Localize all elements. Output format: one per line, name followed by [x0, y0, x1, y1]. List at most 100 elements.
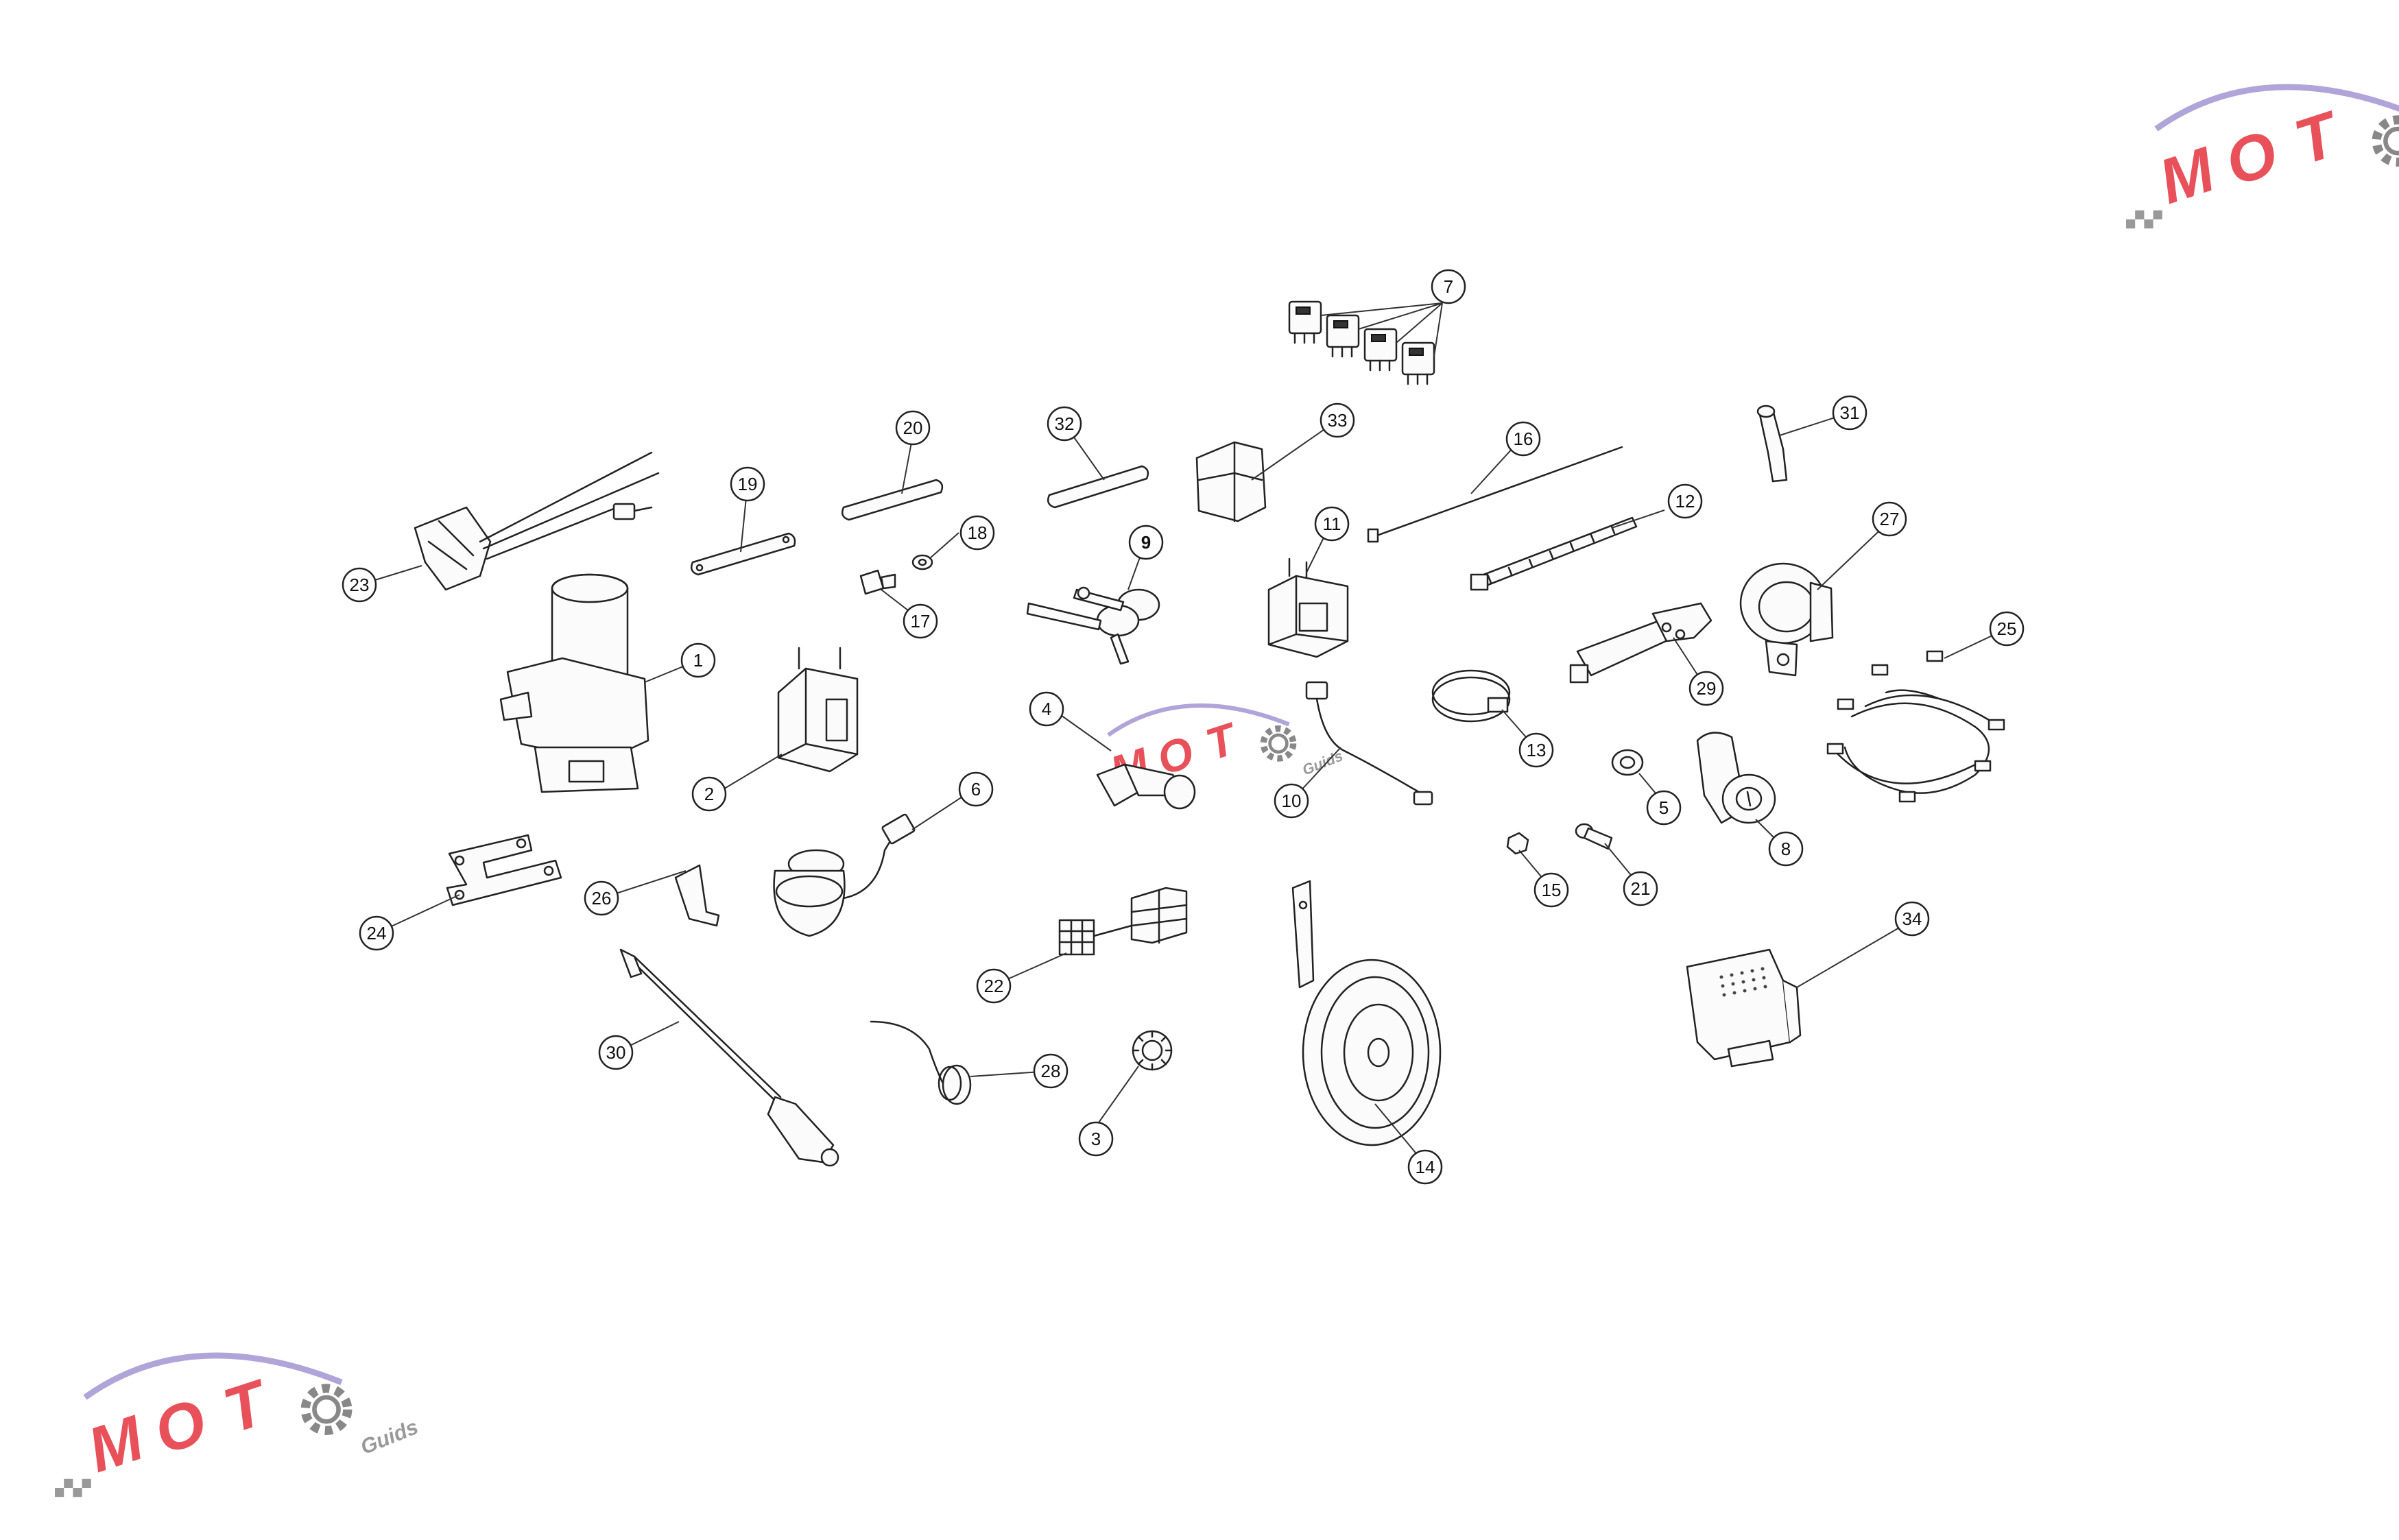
svg-text:34: 34 [1902, 909, 1922, 929]
svg-text:14: 14 [1416, 1157, 1435, 1177]
part-33-cover [1195, 441, 1267, 522]
callout-18: 18 [959, 515, 995, 551]
callout-24: 24 [359, 915, 394, 951]
svg-text:22: 22 [984, 976, 1004, 996]
part-17-bolt [859, 569, 896, 595]
svg-text:17: 17 [911, 611, 931, 631]
svg-text:15: 15 [1542, 880, 1562, 900]
callout-22: 22 [976, 968, 1012, 1004]
callout-28: 28 [1033, 1053, 1069, 1089]
svg-text:18: 18 [968, 522, 988, 543]
svg-text:10: 10 [1282, 791, 1302, 811]
svg-text:33: 33 [1328, 410, 1348, 431]
svg-text:28: 28 [1041, 1061, 1061, 1081]
svg-text:12: 12 [1675, 491, 1695, 512]
svg-text:30: 30 [606, 1042, 626, 1063]
part-32-rod [1047, 465, 1149, 509]
svg-text:13: 13 [1527, 740, 1547, 760]
part-9-keys [1026, 586, 1160, 665]
svg-text:1: 1 [693, 650, 703, 671]
svg-text:21: 21 [1631, 878, 1651, 899]
watermark-top-right: M O T Guids [2126, 84, 2399, 229]
part-12-strap [1470, 516, 1638, 591]
part-16-cable-tie [1367, 446, 1623, 543]
callout-33: 33 [1320, 402, 1355, 438]
callout-29: 29 [1688, 671, 1724, 706]
watermark-bottom-left: M O T Guids [55, 1352, 422, 1497]
part-22-connectors [1058, 887, 1188, 956]
svg-text:20: 20 [903, 418, 923, 438]
part-13-clamp [1431, 669, 1511, 723]
callout-16: 16 [1505, 421, 1541, 457]
callout-25: 25 [1989, 611, 2025, 647]
watermark-letter-t: T [215, 1365, 278, 1446]
svg-text:8: 8 [1781, 839, 1791, 859]
checker-flag-icon [2126, 210, 2162, 229]
part-11-relay-socket [1267, 557, 1349, 658]
callout-31: 31 [1832, 395, 1867, 431]
part-5-clip [1611, 749, 1644, 776]
part-1-ignition-lock [499, 573, 649, 793]
callout-9: 9 [1128, 525, 1164, 560]
part-6-starter-relay [773, 813, 916, 937]
watermark-letter-t: T [1200, 712, 1245, 769]
svg-text:24: 24 [367, 923, 387, 943]
watermark-sub: Guids [357, 1415, 422, 1459]
callout-19: 19 [730, 466, 765, 502]
watermark-letter-m: M [2151, 133, 2224, 217]
svg-text:25: 25 [1997, 618, 2017, 639]
callout-13: 13 [1518, 732, 1554, 768]
svg-text:16: 16 [1514, 429, 1533, 449]
part-19-lever [691, 532, 796, 576]
callout-4: 4 [1029, 691, 1064, 727]
callout-1: 1 [680, 642, 716, 678]
part-20-pin [842, 479, 944, 521]
callout-11: 11 [1314, 506, 1350, 542]
part-15-nut [1506, 832, 1529, 855]
svg-text:23: 23 [350, 575, 370, 595]
svg-text:32: 32 [1055, 413, 1075, 434]
svg-text:7: 7 [1444, 276, 1453, 297]
svg-text:4: 4 [1042, 699, 1051, 719]
gear-icon [1260, 725, 1297, 762]
part-31-connector [1756, 405, 1788, 483]
callout-17: 17 [903, 603, 938, 639]
part-26-bracket [674, 864, 720, 927]
svg-text:5: 5 [1659, 797, 1669, 818]
callout-7: 7 [1431, 269, 1466, 304]
svg-text:31: 31 [1840, 402, 1860, 423]
gear-icon [300, 1384, 353, 1436]
part-25-wiring-harness [1826, 650, 2005, 803]
callout-26: 26 [584, 880, 619, 916]
callout-2: 2 [691, 776, 727, 812]
svg-text:27: 27 [1880, 509, 1900, 529]
checker-flag-icon [55, 1478, 91, 1497]
callout-14: 14 [1407, 1149, 1443, 1185]
watermark-sub: Guids [1300, 747, 1345, 778]
callout-12: 12 [1667, 483, 1703, 519]
gear-icon [2372, 115, 2399, 167]
part-29-switch [1569, 602, 1712, 684]
callout-6: 6 [958, 771, 994, 807]
svg-text:9: 9 [1141, 532, 1151, 553]
part-18-washer [911, 554, 933, 570]
part-30-cable-assembly [619, 948, 839, 1167]
part-2-relay [777, 647, 859, 773]
callout-3: 3 [1078, 1121, 1114, 1157]
svg-text:3: 3 [1091, 1129, 1101, 1149]
part-7-relays [1288, 300, 1435, 385]
callout-15: 15 [1533, 872, 1569, 908]
callout-30: 30 [598, 1035, 634, 1070]
part-4-knob [1096, 763, 1196, 810]
svg-text:2: 2 [704, 784, 714, 804]
part-28-grommet [870, 1020, 972, 1105]
callout-27: 27 [1872, 501, 1907, 537]
watermark-letter-o: O [145, 1385, 214, 1468]
callout-32: 32 [1047, 406, 1082, 442]
callout-8: 8 [1768, 831, 1804, 867]
part-34-ecu [1686, 948, 1802, 1068]
callout-5: 5 [1646, 790, 1682, 826]
watermark-letter-t: T [2287, 97, 2350, 178]
callout-20: 20 [895, 410, 931, 446]
